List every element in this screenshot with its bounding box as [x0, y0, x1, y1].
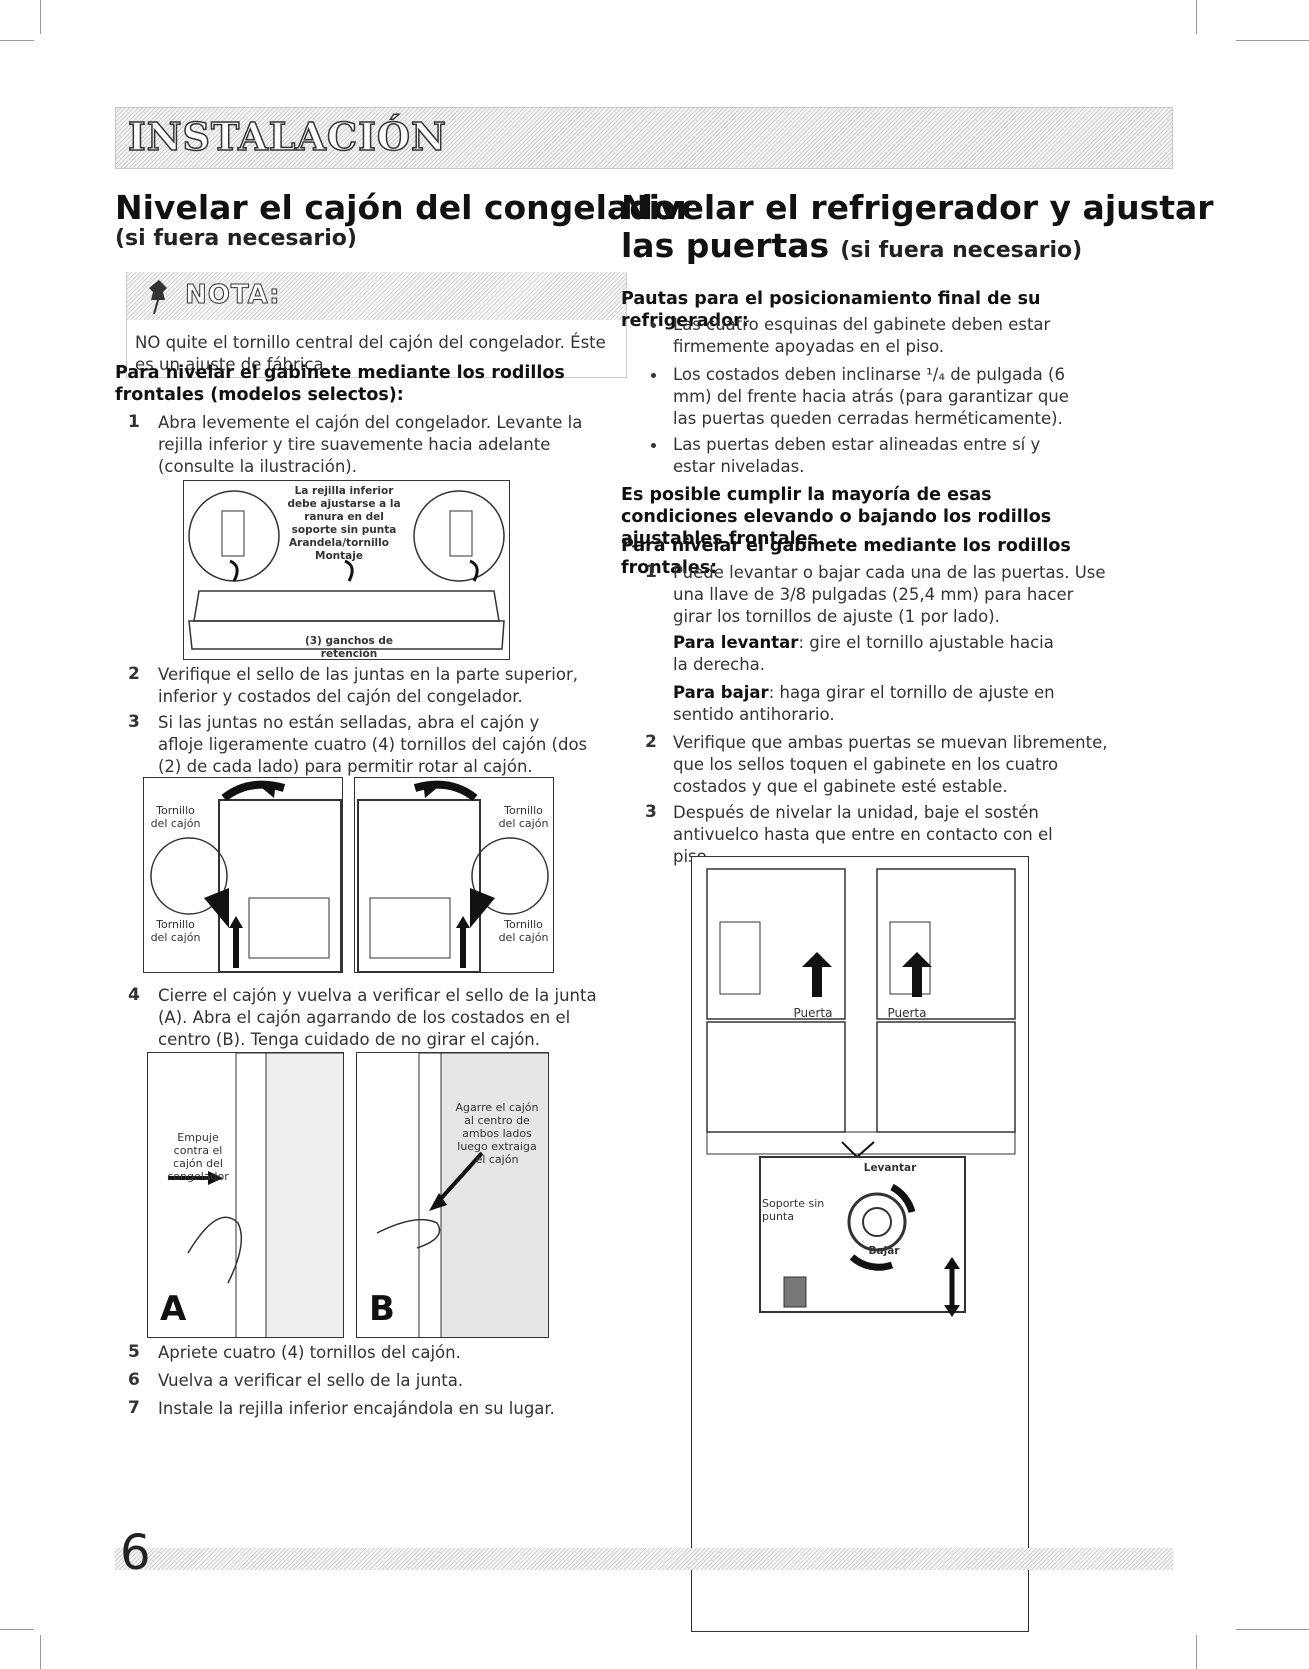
- step-text: Instale la rejilla inferior encajándola …: [158, 1399, 555, 1418]
- figure-seal-check-a: Empuje contra el cajón del congelador A: [147, 1052, 344, 1338]
- step-number: 6: [128, 1370, 140, 1390]
- bullet-dot: [651, 373, 656, 378]
- step-text: Abra levemente el cajón del congelador. …: [158, 413, 583, 476]
- seal-check-a-illustration: [168, 1053, 343, 1337]
- bullet-dot: [651, 323, 656, 328]
- fig2-label-tl: Tornillo del cajón: [150, 804, 201, 830]
- fig2-label-bl: Tornillo del cajón: [150, 918, 201, 944]
- fig-lower-label: Bajar: [868, 1245, 900, 1257]
- step-text: Vuelva a verificar el sello de la junta.: [158, 1371, 464, 1390]
- raise-label: Para levantar: [673, 633, 799, 652]
- crop-mark: [40, 1635, 41, 1669]
- crop-mark: [0, 40, 34, 41]
- bullet-dot: [651, 443, 656, 448]
- section-banner: INSTALACIÓN: [115, 107, 1173, 169]
- left-subtitle: (si fuera necesario): [115, 226, 357, 251]
- step-number: 1: [128, 412, 140, 432]
- step-number: 5: [128, 1342, 140, 1362]
- crop-mark: [1196, 0, 1197, 34]
- figure-drawer-screws-left: Tornillo del cajón Tornillo del cajón: [143, 777, 343, 973]
- fig3-letter-b: B: [369, 1289, 395, 1329]
- fig1-label-top: La rejilla inferior debe ajustarse a la …: [287, 485, 401, 536]
- fig3-grab-label: Agarre el cajón al centro de ambos lados…: [455, 1101, 539, 1166]
- grille-illustration: [188, 490, 505, 650]
- step-number: 3: [645, 802, 657, 822]
- left-procedure-heading: Para nivelar el gabinete mediante los ro…: [115, 363, 565, 405]
- step-number: 1: [645, 562, 657, 582]
- crop-mark: [1196, 1635, 1197, 1669]
- note-header: NOTA:: [127, 272, 626, 320]
- page-number: 6: [120, 1525, 151, 1581]
- seal-check-b-illustration: [376, 1053, 548, 1337]
- lower-label: Para bajar: [673, 683, 769, 702]
- fig3-letter-a: A: [160, 1289, 187, 1329]
- right-title-line2: las puertas (si fuera necesario): [621, 226, 1082, 265]
- note-box: NOTA: NO quite el tornillo central del c…: [126, 272, 627, 378]
- left-title: Nivelar el cajón del congelador: [115, 188, 692, 227]
- crop-mark: [1236, 1629, 1309, 1630]
- right-procedure-heading: Para nivelar el gabinete mediante los ro…: [621, 536, 1071, 578]
- fig3-push-label: Empuje contra el cajón del congelador: [167, 1131, 229, 1183]
- step-number: 3: [128, 712, 140, 732]
- step-text: Después de nivelar la unidad, baje el so…: [673, 803, 1053, 866]
- step-text: Verifique que ambas puertas se muevan li…: [673, 733, 1108, 796]
- step-number: 7: [128, 1398, 140, 1418]
- figure-lower-grille: La rejilla inferior debe ajustarse a la …: [183, 480, 510, 660]
- raise-text: : gire el tornillo ajustable hacia la de…: [673, 633, 1054, 674]
- drawer-screws-right-illustration: [357, 780, 549, 972]
- refrigerator-illustration: [706, 868, 1016, 1317]
- fig2-label-br: Tornillo del cajón: [498, 918, 549, 944]
- figure-drawer-screws-right: Tornillo del cajón Tornillo del cajón: [354, 777, 554, 973]
- bullet-text: Los costados deben inclinarse ¹/₄ de pul…: [673, 365, 1069, 428]
- section-title: INSTALACIÓN: [127, 113, 447, 160]
- right-title-line1: Nivelar el refrigerador y ajustar: [621, 188, 1214, 227]
- step-text: Puede levantar o bajar cada una de las p…: [673, 563, 1106, 626]
- lower-text: : haga girar el tornillo de ajuste en se…: [673, 683, 1055, 724]
- possible-heading: Es posible cumplir la mayoría de esas co…: [621, 485, 1052, 549]
- step-text: Verifique el sello de las juntas en la p…: [158, 665, 579, 706]
- note-text: NO quite el tornillo central del cajón d…: [135, 333, 606, 374]
- right-title-suffix: (si fuera necesario): [840, 238, 1083, 263]
- fig2-label-tr: Tornillo del cajón: [498, 804, 549, 830]
- step-text: Cierre el cajón y vuelva a verificar el …: [158, 986, 597, 1049]
- fig1-label-mid: Arandela/tornillo Montaje: [289, 537, 389, 562]
- fig-door-right: Puerta: [887, 1006, 927, 1020]
- fig-door-left: Puerta: [793, 1006, 833, 1020]
- pushpin-icon: [149, 280, 167, 315]
- right-title-main: las puertas: [621, 226, 830, 265]
- figure-seal-check-b: Agarre el cajón al centro de ambos lados…: [356, 1052, 549, 1338]
- bullet-text: Las puertas deben estar alineadas entre …: [673, 435, 1041, 476]
- figure-refrigerator-leveling: Puerta Puerta Levantar Bajar Soporte sin…: [691, 856, 1029, 1632]
- note-label: NOTA:: [185, 280, 281, 311]
- raise-instruction: Para levantar: gire el tornillo ajustabl…: [673, 632, 1073, 676]
- fig1-label-bottom: (3) ganchos de retención: [304, 635, 394, 660]
- step-text: Si las juntas no están selladas, abra el…: [158, 713, 588, 776]
- fig-stand-label: Soporte sin punta: [762, 1197, 825, 1223]
- step-text: Apriete cuatro (4) tornillos del cajón.: [158, 1343, 461, 1362]
- drawer-screws-left-illustration: [150, 780, 342, 972]
- fig-raise-label: Levantar: [863, 1162, 917, 1174]
- crop-mark: [0, 1629, 34, 1630]
- step-number: 2: [128, 664, 140, 684]
- bullet-text: Las cuatro esquinas del gabinete deben e…: [673, 315, 1051, 356]
- step-number: 2: [645, 732, 657, 752]
- crop-mark: [1236, 40, 1309, 41]
- footer-bar: [115, 1548, 1173, 1570]
- crop-mark: [40, 0, 41, 34]
- step-number: 4: [128, 985, 140, 1005]
- lower-instruction: Para bajar: haga girar el tornillo de aj…: [673, 682, 1073, 726]
